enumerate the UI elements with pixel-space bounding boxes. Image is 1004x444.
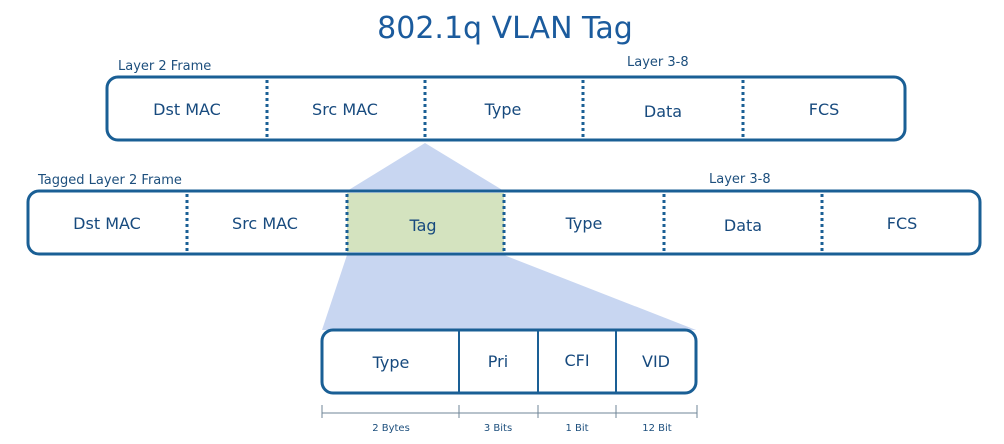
layer2-frame: Dst MAC Src MAC Type Data FCS: [105, 75, 907, 142]
tagged-frame-layer3-8-caption: Layer 3-8: [709, 172, 771, 187]
tag-field-highlight: [347, 193, 504, 252]
layer2-field-data: Data: [644, 102, 682, 121]
tagged-field-tag: Tag: [408, 216, 436, 235]
layer2-frame-layer3-8-caption: Layer 3-8: [627, 55, 689, 70]
layer2-frame-caption: Layer 2 Frame: [118, 59, 211, 74]
tag-detail-field-cfi: CFI: [564, 351, 589, 370]
tag-detail-frame: Type Pri CFI VID: [320, 328, 698, 395]
size-label-cfi: 1 Bit: [565, 423, 588, 434]
layer2-frame-box: [105, 75, 907, 142]
tagged-field-fcs: FCS: [887, 214, 918, 233]
layer2-field-type: Type: [484, 100, 522, 119]
tag-detail-field-type: Type: [372, 353, 410, 372]
tagged-field-data: Data: [724, 216, 762, 235]
tagged-frame-caption: Tagged Layer 2 Frame: [37, 173, 182, 188]
size-label-type: 2 Bytes: [372, 423, 410, 434]
tag-to-detail-projection: [322, 255, 696, 330]
tag-detail-field-vid: VID: [642, 352, 670, 371]
tagged-layer2-frame: Dst MAC Src MAC Tag Type Data FCS: [26, 189, 982, 256]
diagram-title: 802.1q VLAN Tag: [377, 11, 633, 46]
size-label-vid: 12 Bit: [642, 423, 672, 434]
layer2-field-dst-mac: Dst MAC: [153, 100, 221, 119]
size-label-pri: 3 Bits: [484, 423, 512, 434]
tag-detail-box: [320, 328, 698, 395]
tagged-field-src-mac: Src MAC: [232, 214, 298, 233]
tagged-field-type: Type: [565, 214, 603, 233]
tag-detail-field-pri: Pri: [488, 352, 508, 371]
type-to-tag-projection: [347, 143, 504, 191]
tagged-field-dst-mac: Dst MAC: [73, 214, 141, 233]
layer2-field-fcs: FCS: [809, 100, 840, 119]
size-bracket: 2 Bytes 3 Bits 1 Bit 12 Bit: [321, 405, 698, 434]
layer2-field-src-mac: Src MAC: [312, 100, 378, 119]
